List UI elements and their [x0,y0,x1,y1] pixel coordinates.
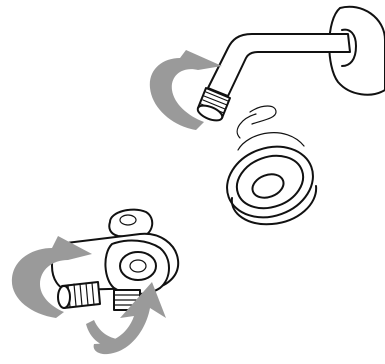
diverter-threads [58,282,100,308]
teflon-tape-roll [217,106,323,229]
diverter-valve [52,210,178,310]
rotate-arrow-diverter-bottom-tail [86,320,126,348]
shower-arm [196,34,350,123]
